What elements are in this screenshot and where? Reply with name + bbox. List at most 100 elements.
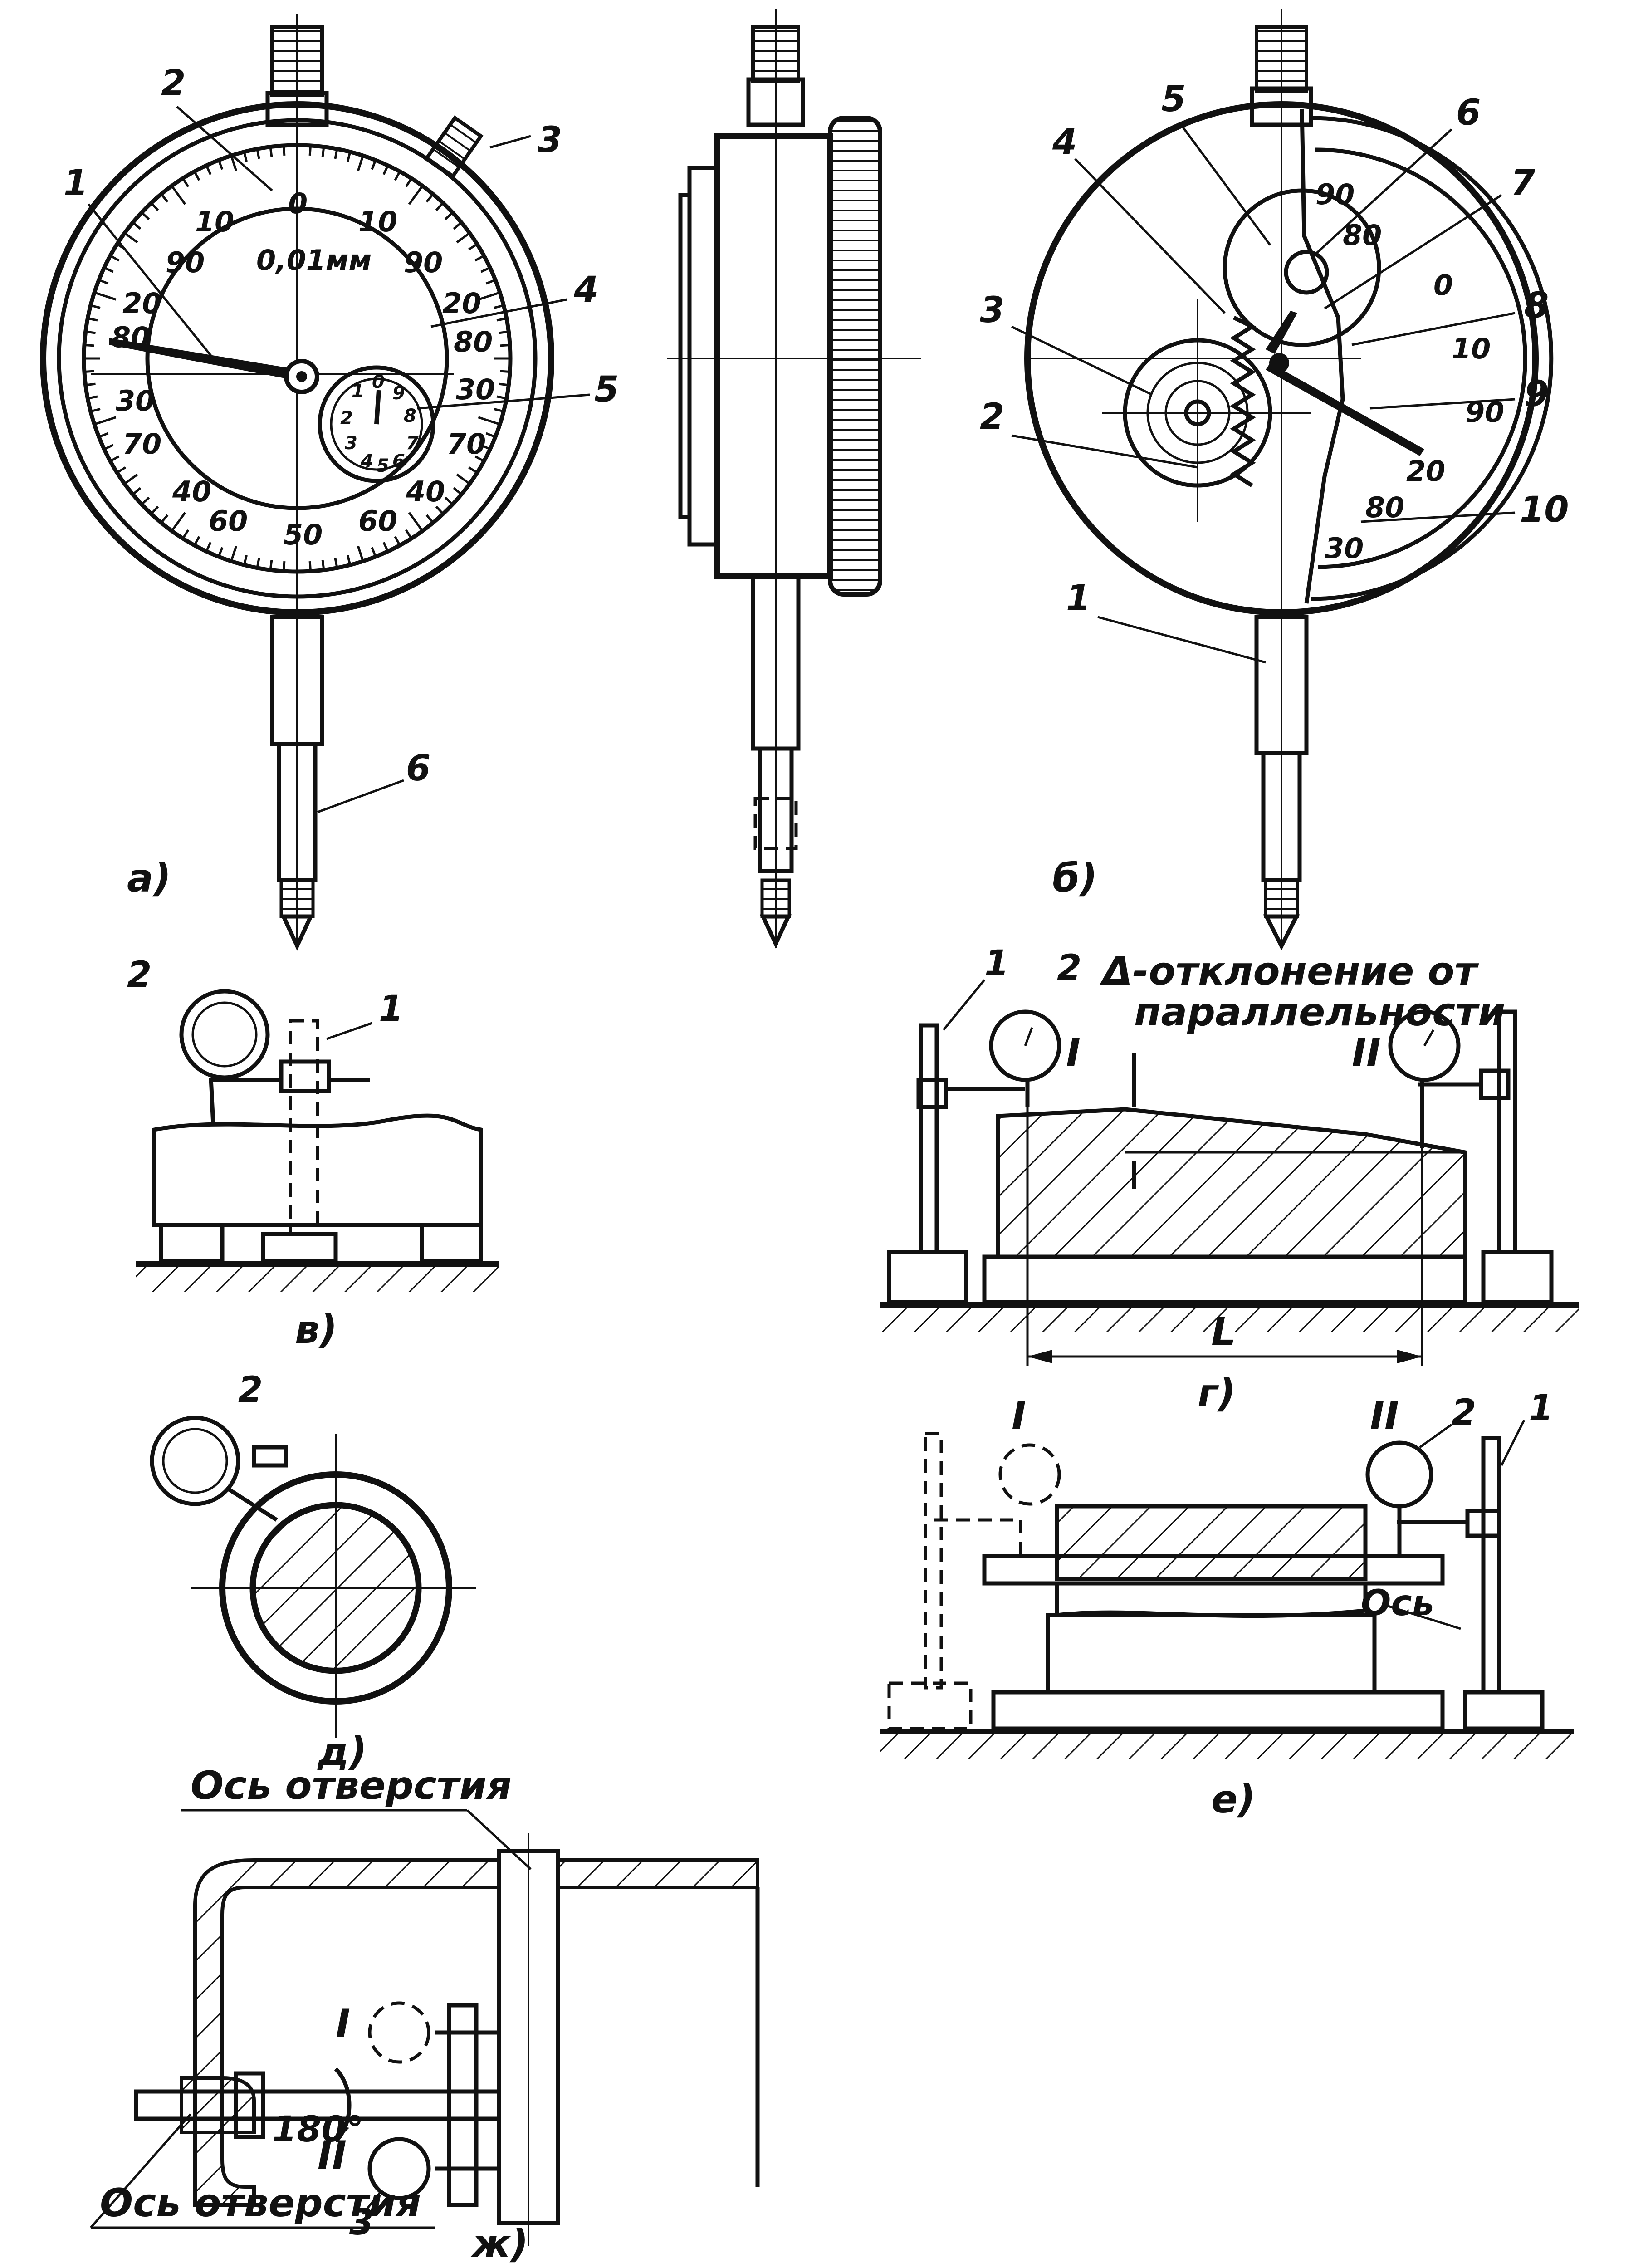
svg-text:II: II [1352,1030,1381,1076]
dial-tick [256,558,260,568]
dial-tick [160,193,169,203]
stand-column [289,1019,319,1236]
dial-tick [453,487,462,495]
dial-tick [90,407,101,413]
svg-text:8: 8 [1524,285,1549,326]
scale-unit-label: 0,01мм [256,244,372,277]
svg-text:5: 5 [594,369,619,410]
svg-text:70: 70 [447,427,486,460]
dial-tick [141,211,150,220]
dial-tick [485,279,496,285]
indicator-zh-2 [367,2137,431,2200]
dial-tick [444,496,454,505]
svg-text:2: 2 [127,955,152,995]
dial-tick [405,177,412,188]
dial-tick [435,202,444,211]
figure-g-callouts: 1 2 [943,943,1081,1031]
dial-tick [193,171,200,181]
svg-text:50: 50 [284,518,323,551]
dial-tick [394,171,401,181]
svg-text:0: 0 [372,372,385,392]
dial-tick [230,545,237,562]
svg-text:40: 40 [172,475,211,508]
svg-text:1: 1 [984,943,1009,984]
svg-text:80: 80 [454,325,493,358]
revolution-counter-dial [318,365,435,483]
dial-tick [480,266,491,273]
indicator-position-2 [1388,1009,1461,1082]
dial-tick [87,317,98,322]
dial-tick [182,529,190,539]
scale-segment [1311,116,1554,601]
svg-text:9: 9 [1524,374,1549,415]
dial-tick [474,255,485,262]
dial-tick [499,382,509,387]
svg-text:II: II [1370,1393,1399,1439]
dial-tick [90,304,101,309]
dial-tick [444,211,454,220]
svg-text:7: 7 [406,433,419,454]
svg-text:7: 7 [1511,163,1536,204]
svg-text:I: I [1066,1030,1081,1076]
counter-pointer [374,390,381,425]
dial-tick [478,416,500,426]
svg-text:60: 60 [209,505,248,538]
dial-tick [478,291,500,301]
svg-text:90: 90 [404,246,443,279]
indicator-v [179,989,270,1080]
figure-e-callouts: 1 2 [1419,1388,1553,1466]
svg-text:10: 10 [1452,332,1491,365]
dial-tick [334,148,338,159]
svg-text:9: 9 [392,383,405,404]
dial-tick [408,185,424,205]
dial-tick [405,529,412,539]
dial-tick [98,432,109,438]
dial-tick [425,193,434,203]
svg-text:1: 1 [1066,578,1091,619]
dial-tick [394,536,401,546]
svg-text:II: II [318,2133,347,2178]
dial-tick [496,395,507,400]
dial-tick [494,304,504,309]
dial-tick [124,473,138,485]
figure-b-callouts: 1 2 3 4 5 6 7 8 9 10 [980,79,1569,664]
dial-tick [408,512,424,532]
workpiece [152,1113,483,1227]
case-body [714,133,833,579]
svg-text:30: 30 [1325,532,1364,565]
dial-tick [321,560,325,570]
dial-tick [160,514,169,524]
dial-tick [141,496,150,505]
svg-text:4: 4 [360,451,373,472]
dial-tick [357,155,364,171]
figure-d-runout-check: 2 д) [150,1370,476,1774]
dial-tick [346,555,352,565]
dial-tick [456,232,470,244]
caption-a: а) [127,856,171,901]
dial-tick [205,165,212,175]
svg-text:2: 2 [980,397,1004,437]
workpiece-e-top [1055,1504,1368,1581]
dial-tick [382,542,389,552]
indicator-d [150,1416,240,1506]
dial-tick [124,232,138,244]
surface-plate [982,1254,1467,1304]
svg-text:4: 4 [1052,122,1077,163]
svg-text:10: 10 [358,205,397,238]
svg-text:I: I [1012,1393,1026,1439]
svg-text:2: 2 [161,63,186,104]
test-mandrel-horizontal [134,2089,501,2121]
svg-text:3: 3 [538,120,562,161]
dial-tick [499,370,510,373]
svg-text:5: 5 [377,456,389,476]
dial-tick [217,547,224,557]
dial-tick [85,330,96,334]
figure-a-callouts: 1 2 3 4 5 6 [64,63,619,813]
support-block-left [159,1223,225,1264]
pointer-b [1266,363,1424,456]
dial-tick [193,536,200,546]
dial-tick [132,487,142,495]
dial-tick [485,432,496,438]
gear-upper [1223,188,1381,347]
svg-text:1: 1 [1529,1388,1553,1429]
